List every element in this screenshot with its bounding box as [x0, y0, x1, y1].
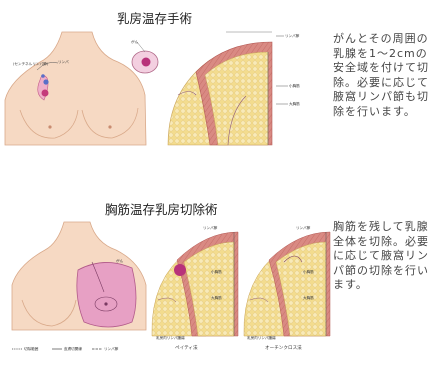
label-right-top: リンパ節 [296, 226, 310, 231]
label-left-major: 大胸筋 [211, 296, 222, 301]
legend-item-3: リンパ節 [104, 347, 118, 352]
label-right-minor: 小胸筋 [303, 270, 314, 275]
caption-left: ペイティ法 [175, 345, 198, 351]
legend-item-1: 切除範囲 [24, 347, 38, 352]
panel2-description: 胸筋を残して乳腺全体を切除。必要に応じて腋窩リンパ節の切除を行います。 [333, 220, 439, 293]
label-right-major: 大胸筋 [303, 296, 314, 301]
label-lymph: リンパ [58, 60, 69, 65]
cross-section-1 [168, 32, 288, 145]
cross-section-2-right [244, 232, 330, 336]
panel1-description: がんとその周囲の乳腺を1～2cmの安全域を付けて切除。必要に応じて腋窩リンパ節も… [333, 32, 439, 120]
label-muscle-minor-1: 小胸筋 [289, 84, 300, 89]
torso-illustration-2 [12, 222, 146, 330]
cross-section-2-left [152, 232, 238, 336]
panel1-title: 乳房温存手術 [117, 8, 192, 27]
label-cancer-1: がん [131, 40, 138, 45]
label-cancer-2: がん [116, 259, 123, 264]
panel2-title: 胸筋温存乳房切除術 [105, 199, 218, 218]
label-left-minor: 小胸筋 [211, 270, 222, 275]
label-left-bottom: 乳房内リンパ腫瘍 [156, 336, 185, 341]
label-cross1-top: リンパ節 [285, 34, 299, 39]
legend-item-2: 皮膚切開線 [64, 347, 82, 352]
label-left-top: リンパ節 [203, 226, 217, 231]
label-right-bottom: 乳房内リンパ腫瘍 [247, 336, 276, 341]
label-sentinel: (センチネルリンパ節) [13, 62, 48, 67]
torso-illustration-1 [5, 32, 146, 145]
excised-tissue-1 [132, 42, 158, 73]
label-muscle-major-1: 大胸筋 [289, 102, 300, 107]
caption-right: オーチンクロス法 [265, 345, 302, 351]
